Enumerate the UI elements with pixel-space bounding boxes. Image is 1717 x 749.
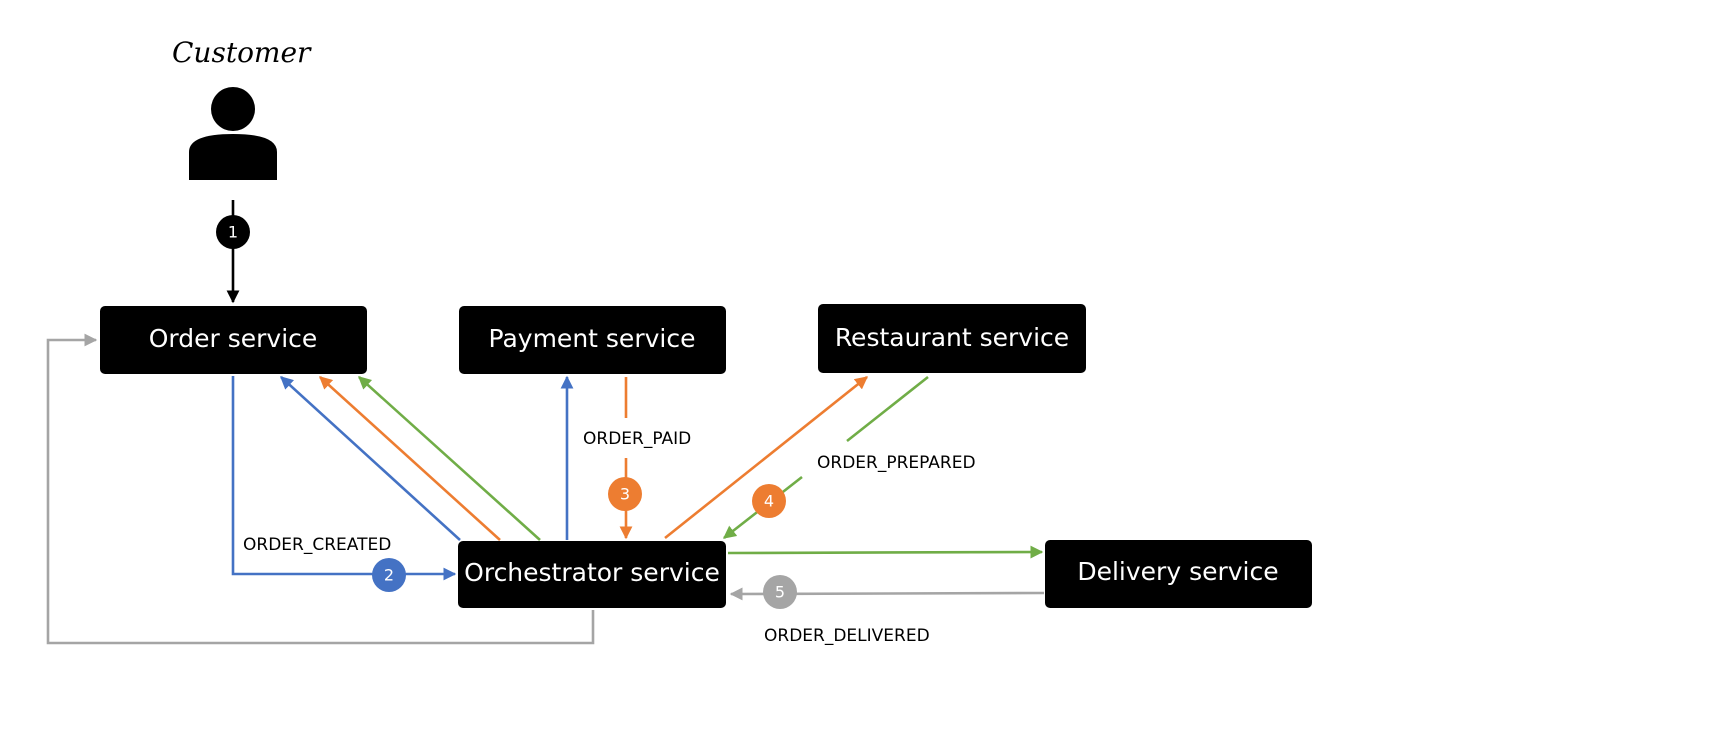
restaurant-service-box: Restaurant service bbox=[818, 304, 1086, 373]
order-service-label: Order service bbox=[149, 324, 318, 353]
order-delivered-label: ORDER_DELIVERED bbox=[764, 626, 930, 646]
step-badge-3: 3 bbox=[608, 477, 642, 511]
orchestrator-to-order-loop-arrow bbox=[46, 333, 595, 645]
restaurant-service-label: Restaurant service bbox=[835, 323, 1069, 352]
payment-service-box: Payment service bbox=[459, 306, 726, 374]
step-badge-4: 4 bbox=[752, 484, 786, 518]
svg-text:3: 3 bbox=[620, 485, 630, 504]
orchestrator-service-box: Orchestrator service bbox=[458, 541, 726, 608]
person-icon bbox=[189, 87, 277, 180]
order-prepared-label: ORDER_PREPARED bbox=[817, 453, 976, 473]
orchestrator-to-restaurant-arrow bbox=[664, 375, 869, 540]
step-badge-5: 5 bbox=[763, 575, 797, 609]
svg-text:1: 1 bbox=[228, 223, 238, 242]
svg-text:2: 2 bbox=[384, 566, 394, 585]
orchestrator-to-order-orange-arrow bbox=[319, 376, 501, 541]
order-created-label: ORDER_CREATED bbox=[243, 535, 391, 555]
delivery-service-label: Delivery service bbox=[1077, 557, 1278, 586]
customer-title: Customer bbox=[172, 36, 312, 69]
delivery-service-box: Delivery service bbox=[1045, 540, 1312, 608]
orchestrator-to-order-blue-arrow bbox=[280, 376, 461, 541]
svg-text:5: 5 bbox=[775, 583, 785, 602]
step-badge-1: 1 bbox=[216, 215, 250, 249]
orchestrator-to-order-green-arrow bbox=[358, 376, 541, 541]
svg-text:4: 4 bbox=[764, 492, 774, 511]
order-service-box: Order service bbox=[100, 306, 367, 374]
orchestrator-to-delivery-arrow bbox=[727, 545, 1044, 559]
orchestrator-service-label: Orchestrator service bbox=[464, 558, 720, 587]
step-badge-2: 2 bbox=[372, 558, 406, 592]
payment-service-label: Payment service bbox=[489, 324, 696, 353]
order-paid-label: ORDER_PAID bbox=[583, 429, 691, 449]
